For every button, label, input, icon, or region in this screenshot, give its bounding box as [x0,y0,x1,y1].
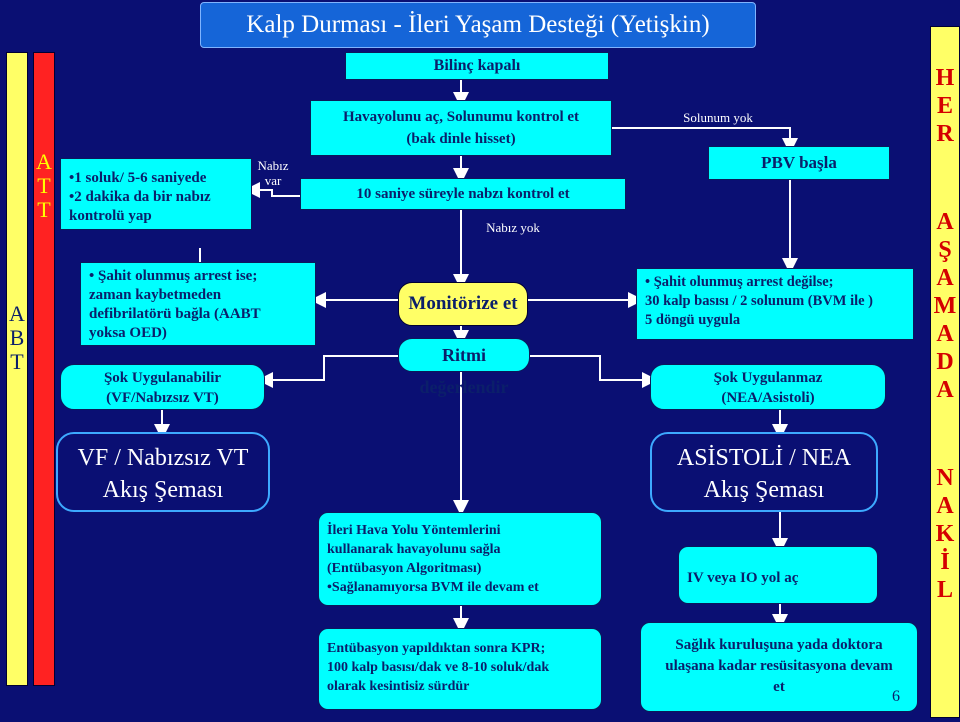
edge-nabiz-att [244,182,300,198]
right-letter: A [936,493,954,519]
node-sok-uygulanmaz: Şok Uygulanmaz (NEA/Asistoli) [650,364,886,410]
right-letter: M [933,293,957,319]
ileri-hava-line: İleri Hava Yolu Yöntemlerini [327,523,501,538]
vf-akis-line: VF / Nabızsız VT [77,445,249,471]
att-item: •1 soluk/ 5-6 saniyede [69,170,207,186]
node-ileri-hava-yolu: İleri Hava Yolu Yöntemlerini kullanarak … [318,512,602,606]
page-number: 6 [892,688,900,705]
right-letter [930,404,960,464]
sahit-left-line: zaman kaybetmeden [89,287,222,303]
sahit-right-line: 5 döngü uygula [645,312,741,328]
node-entubasyon: Entübasyon yapıldıktan sonra KPR; 100 ka… [318,628,602,710]
sahit-left-line: yoksa OED) [89,325,167,341]
link-asistoli-akis-semasi[interactable]: ASİSTOLİ / NEA Akış Şeması [650,432,878,512]
right-letter: H [935,65,955,91]
saglik-line: Sağlık kuruluşuna yada doktora [675,637,883,653]
left-letter: A [9,301,25,326]
red-letter: A [36,149,52,174]
right-letter: R [936,121,954,147]
ileri-hava-line: kullanarak havayolunu sağla [327,542,501,557]
node-iv-io-yol: IV veya IO yol aç [678,546,878,604]
left-letter: B [9,325,25,350]
node-havayolu-line: (bak dinle hisset) [406,131,516,147]
right-bar-letters: H E R A Ş A M A D A N A K İ L [930,64,960,604]
page-title: Kalp Durması - İleri Yaşam Desteği (Yeti… [200,2,756,48]
right-letter: K [935,521,955,547]
sok-uygulanmaz-line: (NEA/Asistoli) [721,390,815,406]
node-havayolu: Havayolunu aç, Solunumu kontrol et (bak … [310,100,612,156]
node-bilinc-kapali: Bilinç kapalı [345,52,609,80]
node-pbv-basla: PBV başla [708,146,890,180]
right-letter: A [936,265,954,291]
left-letter: T [10,349,24,374]
saglik-line: et [773,679,785,695]
sok-uygulanabilir-line: (VF/Nabızsız VT) [106,390,219,406]
right-letter: A [936,377,954,403]
label-nabiz-yok: Nabız yok [486,220,540,235]
node-monitorize: Monitörize et [398,282,528,326]
edge-ritim-sok-left [257,355,398,388]
label-solunum-yok: Solunum yok [683,110,753,125]
node-havayolu-line: Havayolunu aç, Solunumu kontrol et [342,109,580,125]
right-letter: L [936,577,953,603]
edge-havayolu-pbv [612,127,798,154]
red-letter: T [37,197,51,222]
saglik-line: ulaşana kadar resüsitasyona devam [665,658,893,674]
link-vf-akis-semasi[interactable]: VF / Nabızsız VT Akış Şeması [56,432,270,512]
node-nabiz-kontrol: 10 saniye süreyle nabzı kontrol et [300,178,626,210]
node-sahit-arrest-left: • Şahit olunmuş arrest ise; zaman kaybet… [80,262,316,346]
right-letter: E [936,93,953,119]
red-letter: T [37,173,51,198]
sahit-left-line: • Şahit olunmuş arrest ise; [89,268,258,284]
sok-uygulanabilir-line: Şok Uygulanabilir [103,370,222,386]
asistoli-akis-line: Akış Şeması [703,477,825,503]
left-side-bar [6,52,28,686]
sahit-right-line: 30 kalp basısı / 2 solunum (BVM ile ) [645,293,874,309]
sok-uygulanmaz-line: Şok Uygulanmaz [713,370,823,386]
entubasyon-line: Entübasyon yapıldıktan sonra KPR; [327,641,546,656]
red-bar-letters: A T T [33,150,55,222]
left-bar-letters: A B T [6,302,28,374]
right-letter: İ [940,549,950,575]
node-sahit-arrest-right: • Şahit olunmuş arrest değilse; 30 kalp … [636,268,914,340]
right-letter: Ş [938,237,952,263]
right-letter: A [936,321,954,347]
vf-akis-line: Akış Şeması [102,477,224,503]
node-att-ventilasyon: •1 soluk/ 5-6 saniyede •2 dakika da bir … [60,158,252,230]
right-letter: A [936,209,954,235]
entubasyon-line: 100 kalp basısı/dak ve 8-10 soluk/dak [327,660,550,675]
ileri-hava-line: •Sağlanamıyorsa BVM ile devam et [327,580,539,595]
right-letter [930,148,960,208]
label-nabiz-var-line: var [264,173,282,188]
edge-ritim-sok-right [530,355,658,388]
red-side-bar [33,52,55,686]
sahit-right-line: • Şahit olunmuş arrest değilse; [645,274,834,290]
label-nabiz-var: Nabız var [250,158,296,188]
ileri-hava-line: (Entübasyon Algoritması) [327,561,482,576]
sahit-left-line: defibrilatörü bağla (AABT [89,306,261,322]
asistoli-akis-line: ASİSTOLİ / NEA [676,445,852,471]
node-ritmi-degerlendir: Ritmi değerlendir [398,338,530,397]
right-letter: N [936,465,954,491]
label-nabiz-var-line: Nabız [257,158,289,173]
node-saglik-kurulusu: Sağlık kuruluşuna yada doktora ulaşana k… [640,622,918,712]
node-sok-uygulanabilir: Şok Uygulanabilir (VF/Nabızsız VT) [60,364,265,410]
att-item: •2 dakika da bir nabız [69,189,211,205]
att-item: kontrolü yap [69,208,152,224]
entubasyon-line: olarak kesintisiz sürdür [327,679,470,694]
right-letter: D [936,349,954,375]
